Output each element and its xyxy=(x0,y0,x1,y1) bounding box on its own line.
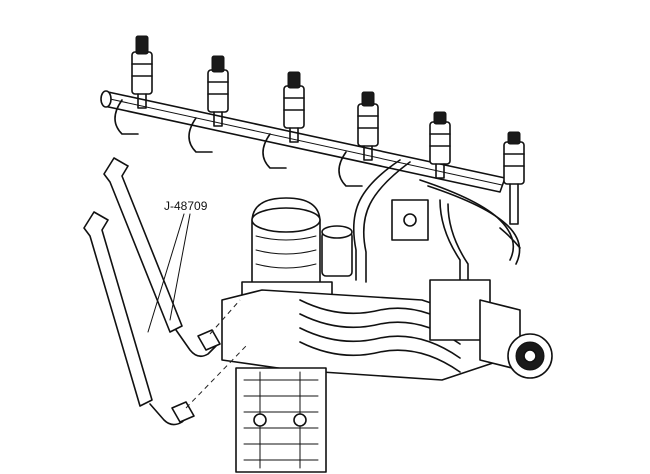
fuel-injector-6 xyxy=(499,131,525,249)
tool-hose-b xyxy=(83,211,195,426)
fuel-pump-housing xyxy=(221,279,553,381)
tool-callout: J-48709 xyxy=(147,199,208,333)
fuel-injector-2 xyxy=(188,55,229,153)
high-pressure-lines xyxy=(352,159,521,285)
lower-block xyxy=(235,367,327,473)
fuel-injector-4 xyxy=(338,91,379,187)
connection-guides xyxy=(185,299,247,409)
fuel-injector-5 xyxy=(429,111,451,179)
fuel-injector-1 xyxy=(114,35,153,135)
tool-label: J-48709 xyxy=(164,199,208,213)
fuel-injector-3 xyxy=(262,71,305,169)
tool-hose-a xyxy=(103,157,221,358)
